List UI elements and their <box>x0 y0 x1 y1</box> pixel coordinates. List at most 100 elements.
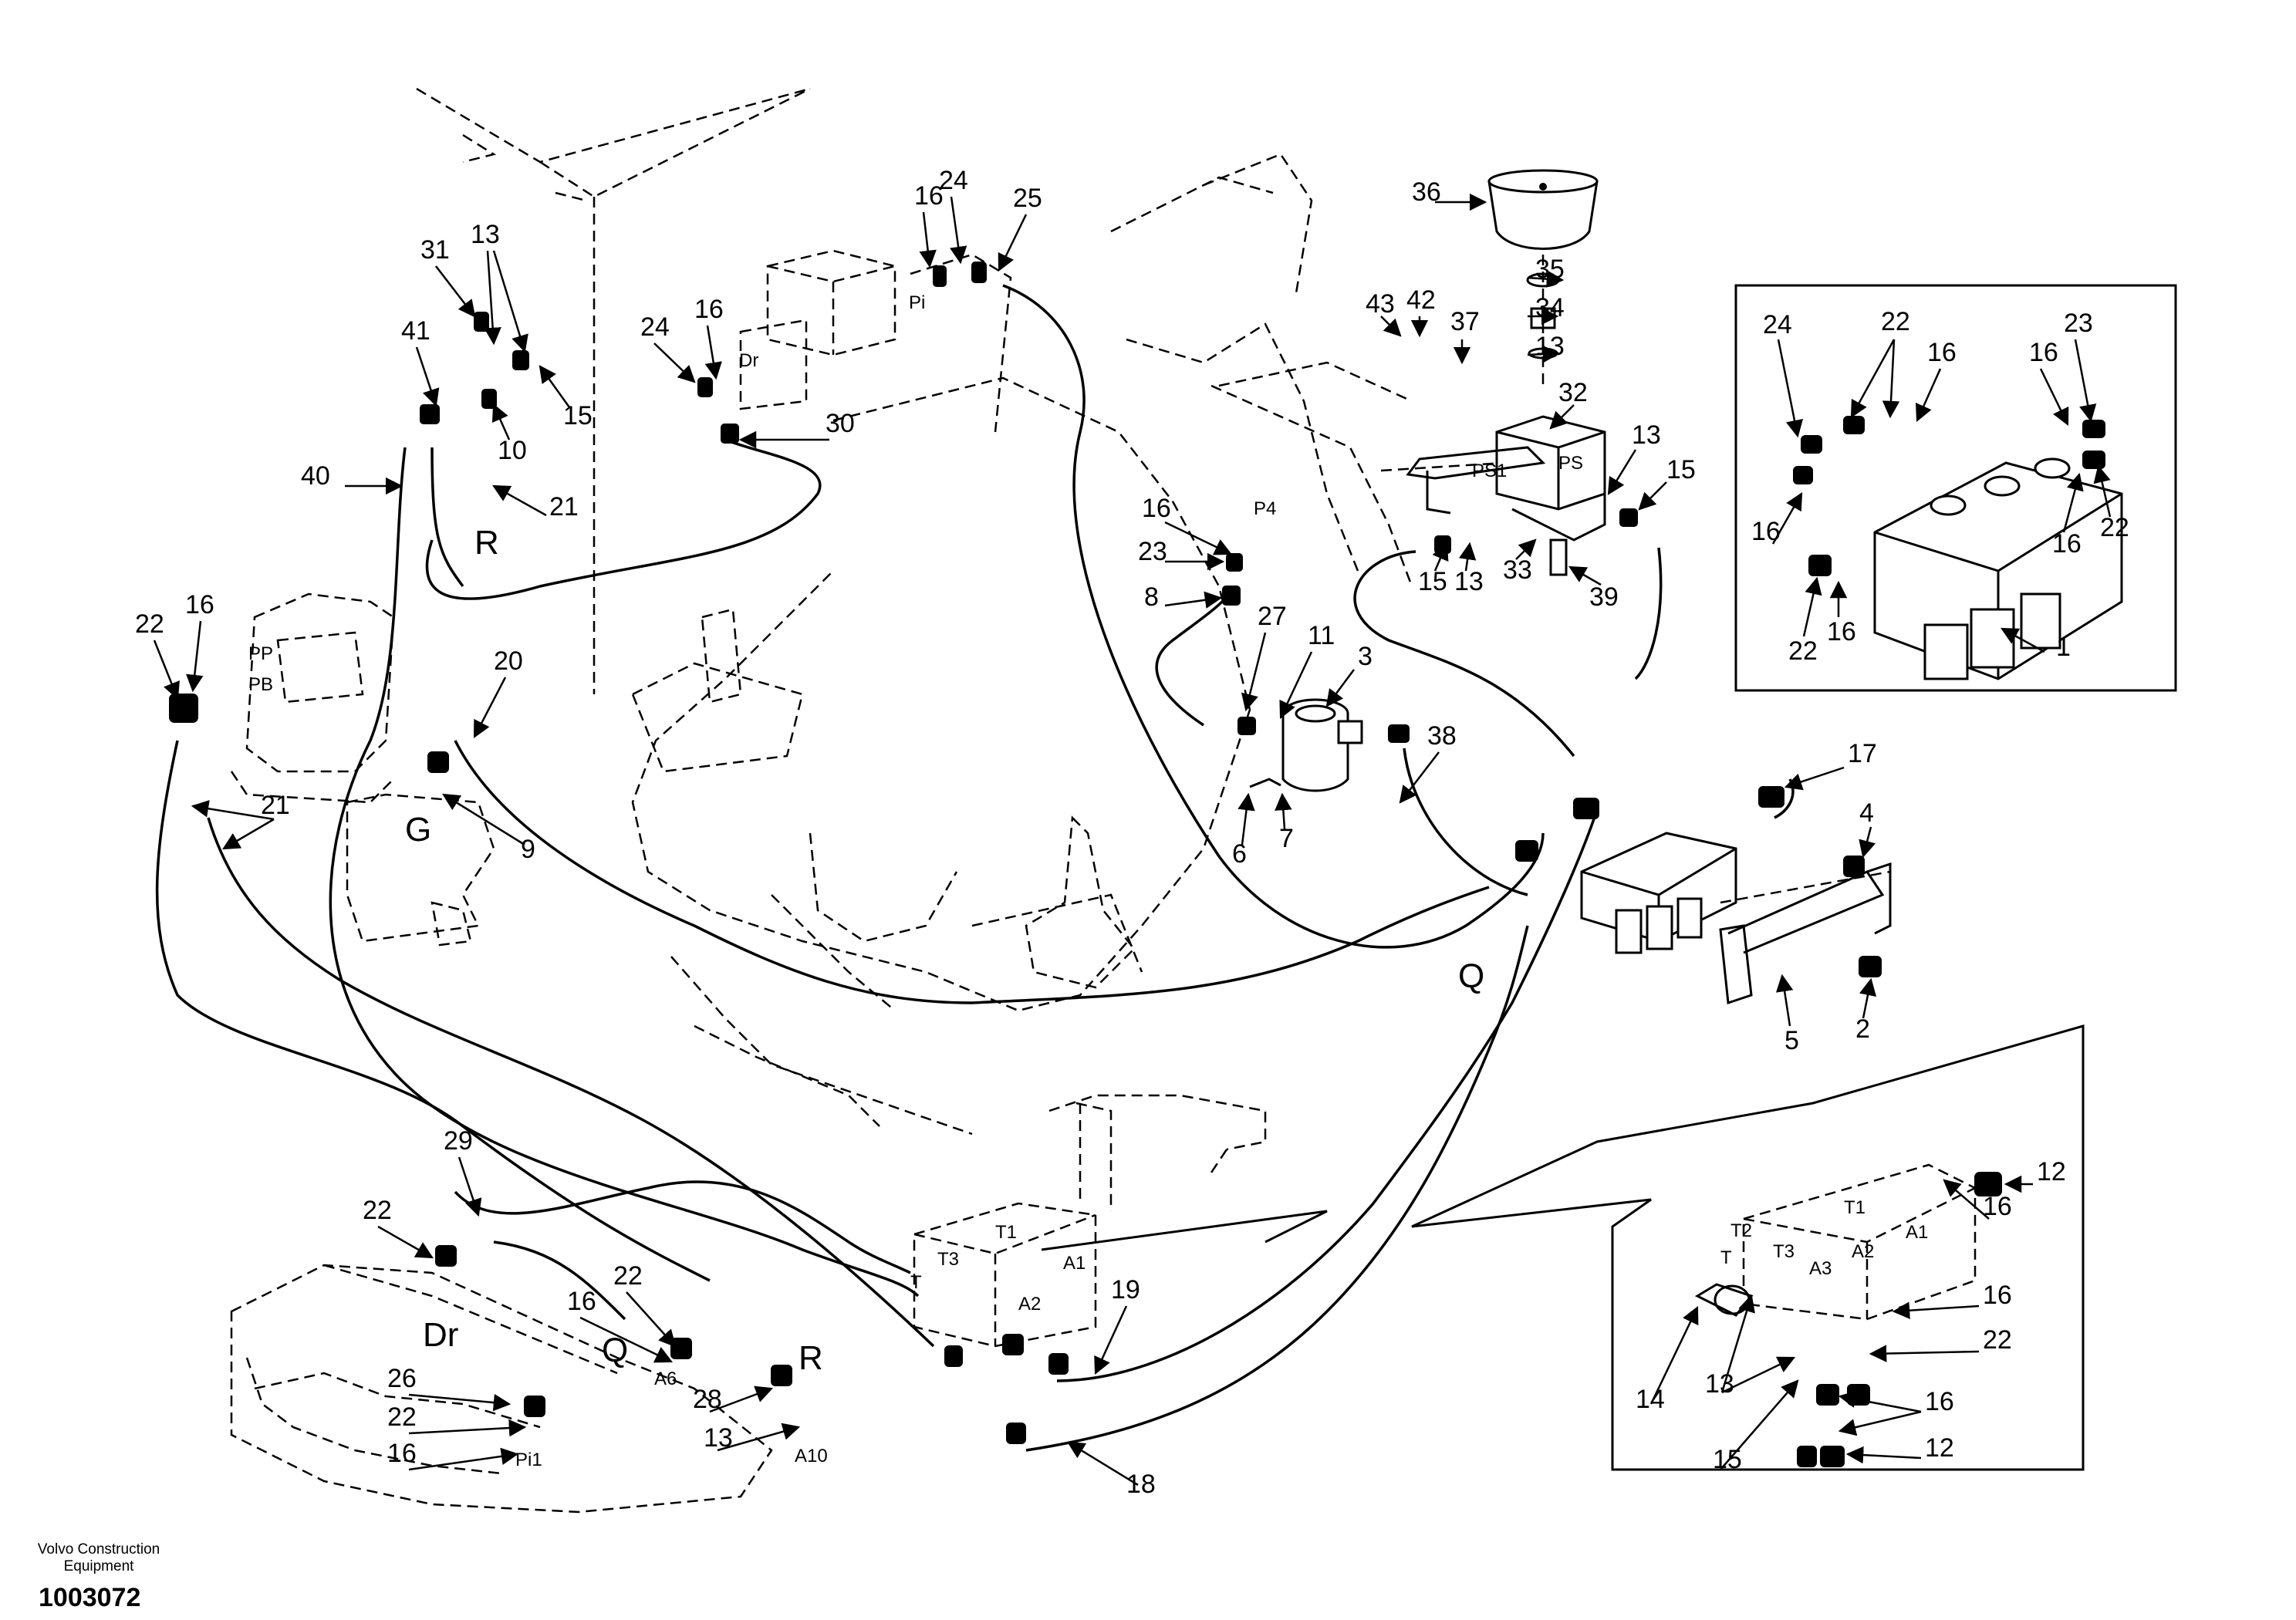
part-callout: 21 <box>549 492 579 521</box>
part-callout: 32 <box>1558 378 1588 407</box>
part-callout: 16 <box>1142 494 1171 523</box>
part-callout: 26 <box>387 1364 417 1393</box>
leader-lines <box>153 193 2112 1487</box>
part-callout: 27 <box>1258 602 1287 631</box>
part-callout: 35 <box>1535 255 1565 284</box>
part-callout: 22 <box>1983 1325 2012 1355</box>
part-callout: 23 <box>1138 537 1167 566</box>
part-callout: 16 <box>2052 529 2082 559</box>
port-label: T3 <box>937 1249 959 1270</box>
port-label: Q <box>1458 957 1484 995</box>
part-callout: 15 <box>1418 567 1447 596</box>
part-callout: 9 <box>521 835 535 864</box>
part-callout: 36 <box>1412 177 1441 207</box>
part-callout: 15 <box>1666 455 1696 484</box>
part-callout: 1 <box>2056 633 2071 662</box>
part-callout: 13 <box>1632 420 1661 450</box>
part-callout: 13 <box>1535 332 1565 361</box>
port-label: A1 <box>1906 1222 1928 1243</box>
part-callout: 18 <box>1126 1470 1156 1499</box>
part-callout: 16 <box>1827 617 1856 646</box>
part-callout: 28 <box>693 1385 722 1414</box>
part-callout: 24 <box>640 312 670 342</box>
machine-outline <box>230 87 1505 1514</box>
part-callout: 12 <box>2037 1157 2066 1186</box>
port-label: A1 <box>1063 1253 1086 1274</box>
part-callout: 16 <box>2029 338 2058 367</box>
part-callout: 22 <box>135 609 164 639</box>
part-callout: 13 <box>1705 1369 1734 1399</box>
part-callout: 41 <box>401 316 430 346</box>
port-label: T2 <box>1730 1220 1752 1241</box>
manufacturer-label: Volvo Construction Equipment <box>22 1541 176 1575</box>
part-callout: 16 <box>694 295 724 324</box>
part-callout: 22 <box>387 1402 417 1432</box>
part-callout: 13 <box>704 1423 733 1453</box>
port-label: PS1 <box>1472 461 1507 481</box>
part-callout: 16 <box>567 1287 596 1316</box>
part-callout: 5 <box>1784 1026 1799 1055</box>
part-callout: 37 <box>1450 307 1480 336</box>
part-callout: 15 <box>1713 1445 1742 1474</box>
part-callout: 39 <box>1589 582 1619 612</box>
part-callout: 21 <box>261 791 290 820</box>
port-label: Dr <box>739 350 758 371</box>
port-label: Pi1 <box>515 1450 542 1470</box>
part-callout: 22 <box>363 1196 392 1225</box>
document-number: 1003072 <box>39 1583 141 1612</box>
part-callout: 16 <box>1751 517 1781 546</box>
port-label: Q <box>602 1331 628 1369</box>
part-callout: 24 <box>939 166 968 195</box>
part-callout: 14 <box>1636 1385 1665 1414</box>
part-callout: 38 <box>1427 721 1457 751</box>
hoses <box>155 284 1795 1452</box>
port-label: PB <box>248 674 273 695</box>
part-callout: 22 <box>1881 307 1910 336</box>
port-label: T3 <box>1773 1241 1795 1262</box>
part-callout: 11 <box>1308 621 1335 650</box>
part-callout: 3 <box>1358 642 1373 671</box>
part-callout: 13 <box>471 220 500 249</box>
part-callout: 40 <box>301 461 330 491</box>
part-callout: 22 <box>2100 513 2129 542</box>
part-callout: 4 <box>1859 798 1874 828</box>
port-label: A3 <box>1809 1258 1832 1279</box>
port-label: T1 <box>995 1222 1017 1243</box>
part-callout: 16 <box>1983 1192 2012 1221</box>
manufacturer-line-1: Volvo Construction <box>37 1541 160 1558</box>
part-callout: 15 <box>563 401 593 430</box>
fittings <box>169 262 2105 1467</box>
part-callout: 22 <box>613 1261 643 1291</box>
part-callout: 16 <box>387 1439 417 1468</box>
part-callout: 29 <box>444 1126 473 1156</box>
port-label: A6 <box>654 1369 677 1389</box>
part-callout: 42 <box>1406 285 1436 315</box>
part-callout: 16 <box>1925 1387 1954 1416</box>
part-callout: 17 <box>1848 739 1877 768</box>
part-callout: 10 <box>498 436 527 465</box>
part-callout: 25 <box>1013 184 1042 213</box>
part-callout: 7 <box>1279 824 1294 853</box>
port-label: PS <box>1558 453 1583 474</box>
port-label: T <box>1720 1247 1732 1268</box>
manufacturer-line-2: Equipment <box>63 1558 134 1574</box>
port-label: T <box>910 1272 922 1293</box>
port-label: Dr <box>423 1316 458 1354</box>
part-callout: 16 <box>185 590 214 619</box>
part-callout: 34 <box>1535 293 1565 322</box>
part-callout: 16 <box>914 181 944 211</box>
port-label: A2 <box>1018 1294 1041 1315</box>
part-callout: 19 <box>1111 1275 1140 1304</box>
port-label: R <box>799 1339 823 1377</box>
part-callout: 22 <box>1788 636 1818 666</box>
port-label: T1 <box>1844 1197 1866 1218</box>
part-callout: 33 <box>1503 555 1532 585</box>
port-label: Pi <box>909 292 925 313</box>
part-callout: 23 <box>2064 309 2093 338</box>
part-callout: 2 <box>1855 1014 1870 1044</box>
port-label: G <box>405 811 431 849</box>
port-label: PP <box>248 643 273 664</box>
port-label: A10 <box>795 1446 828 1466</box>
